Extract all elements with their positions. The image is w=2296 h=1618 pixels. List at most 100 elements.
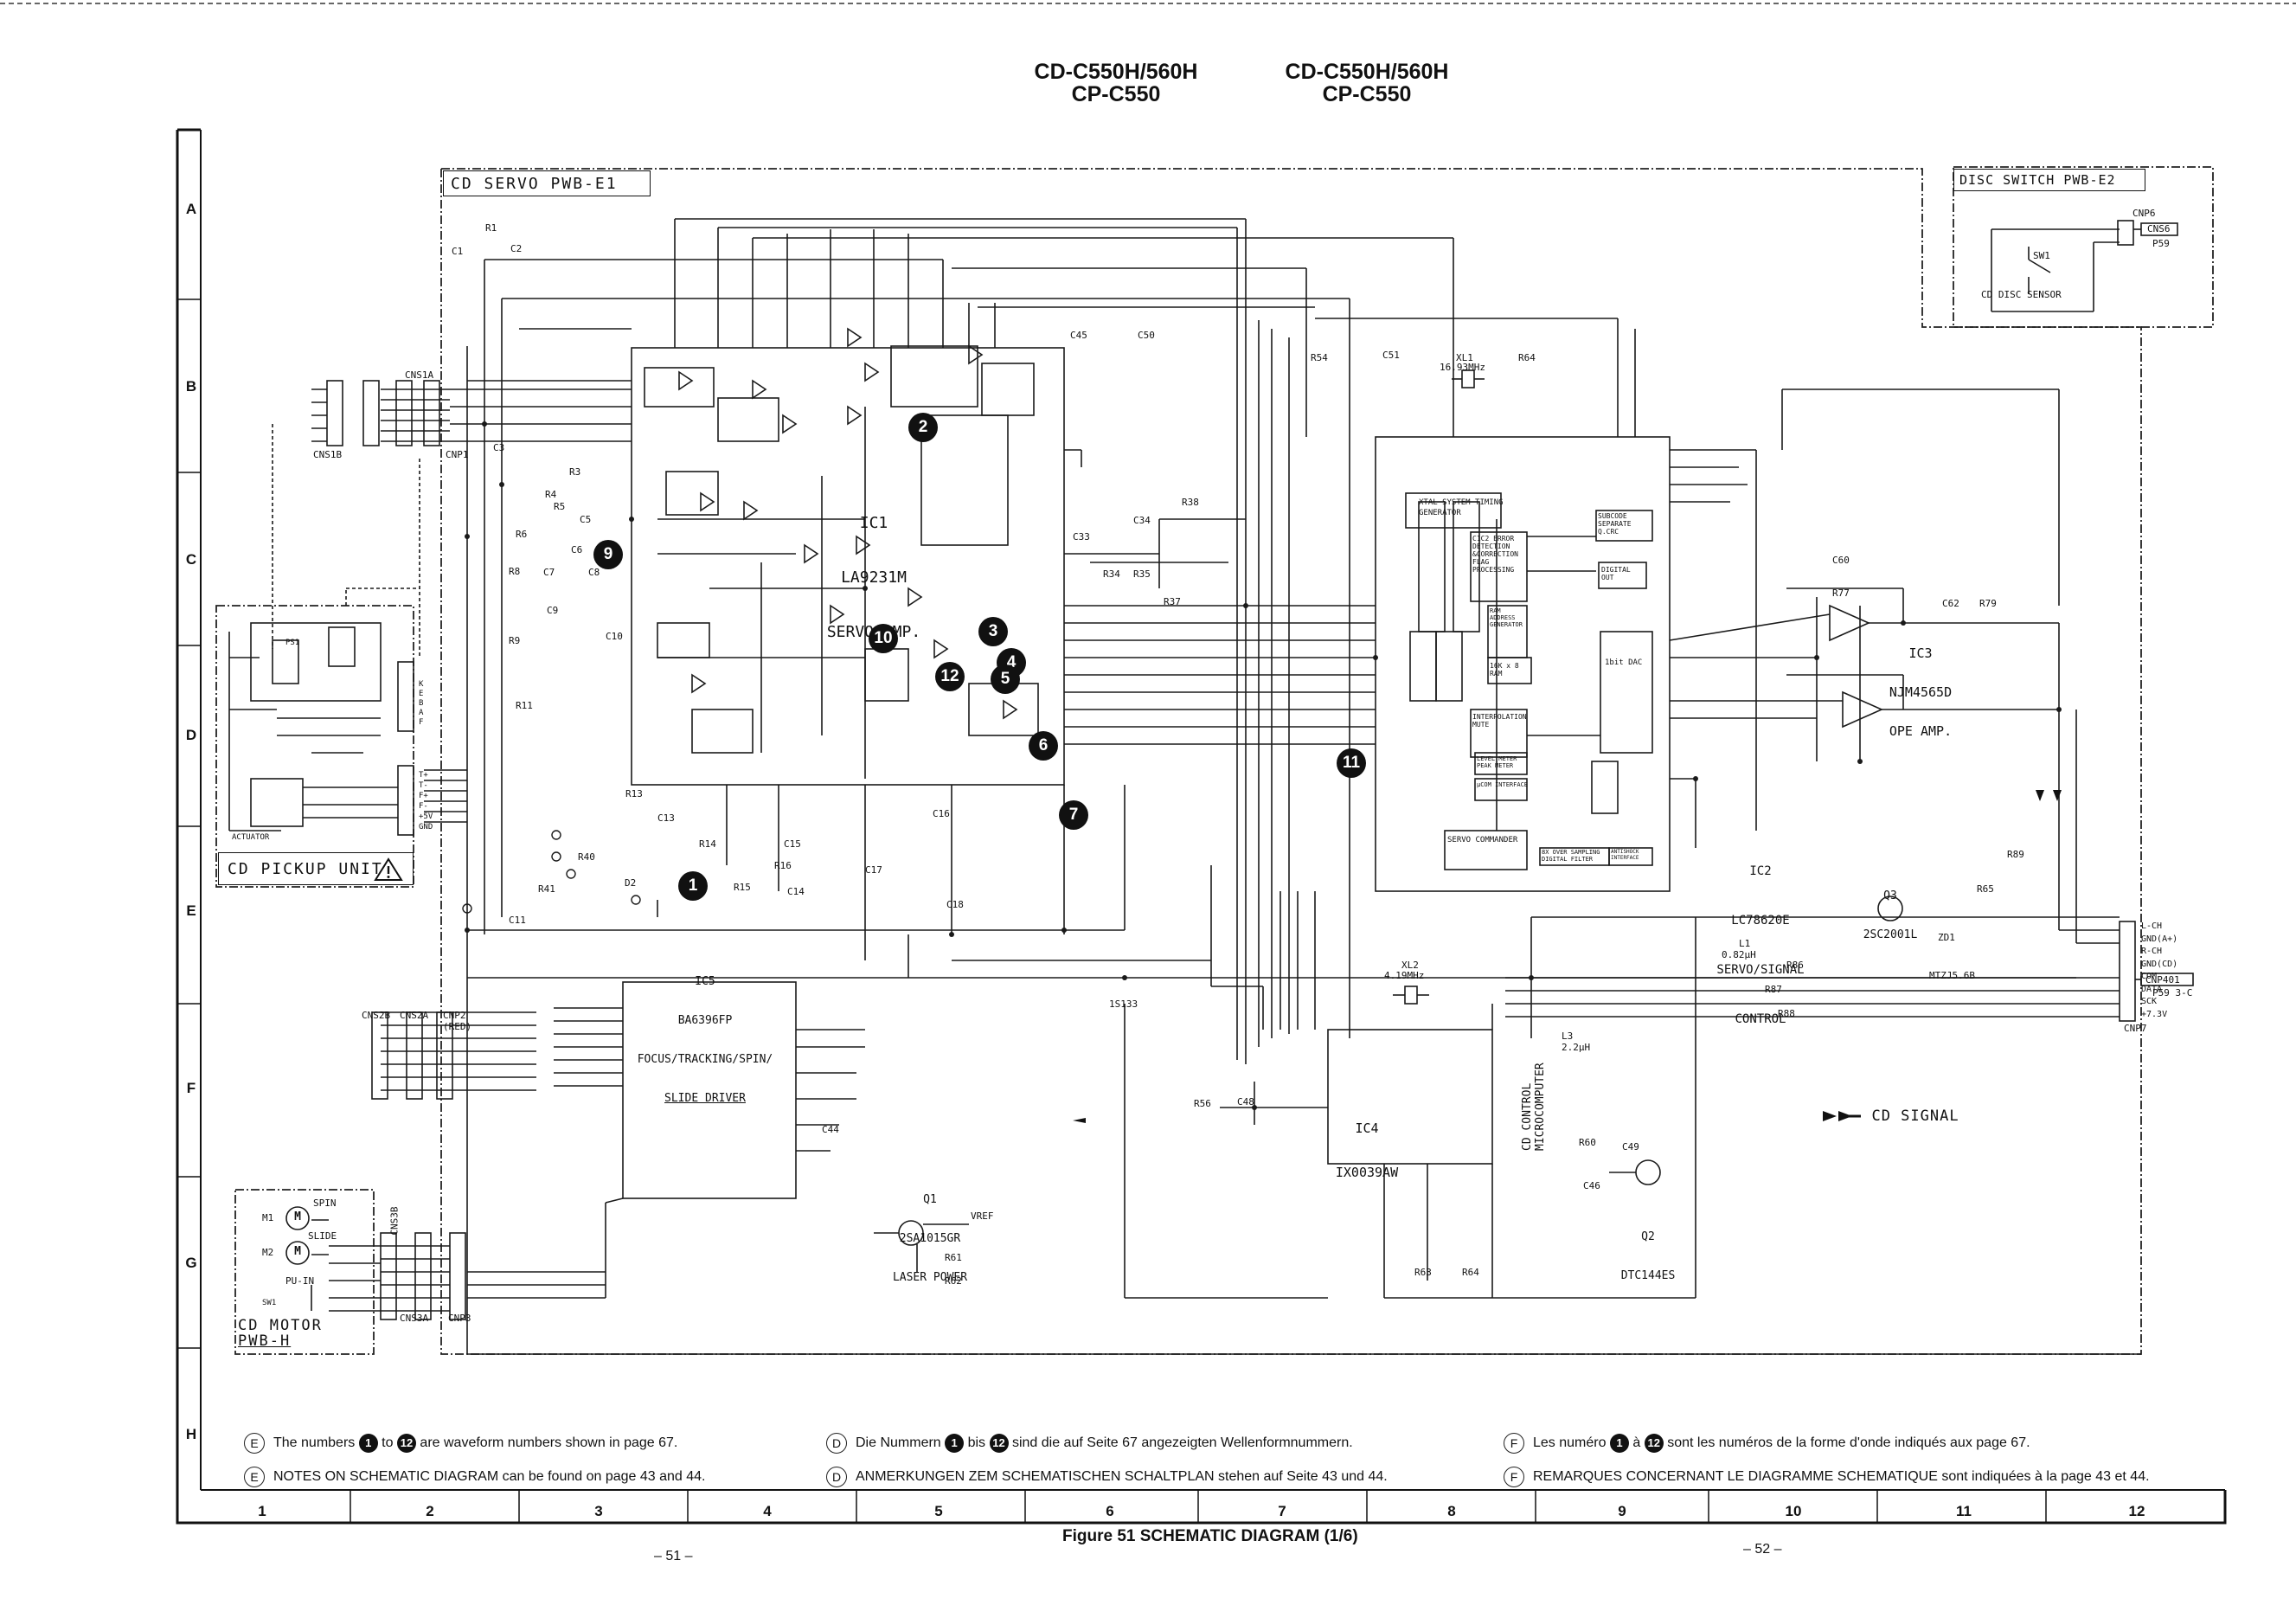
ic5-part: BA6396FP <box>677 1014 733 1027</box>
figure-caption: Figure 51 SCHEMATIC DIAGRAM (1/6) <box>1062 1527 1358 1545</box>
q2-ref: Q2 <box>1641 1230 1655 1243</box>
pickup-pin-gnd: GND <box>419 823 433 831</box>
ic2-body <box>1375 436 1671 892</box>
c49-label: C49 <box>1622 1141 1639 1153</box>
d2-part: 1S133 <box>1109 998 1138 1010</box>
cd-pickup-title: CD PICKUP UNIT <box>228 860 383 878</box>
ic2-part: LC78620E <box>1731 914 1790 928</box>
cns3b-label: CNS3B <box>388 1206 401 1236</box>
output-pin-data: DATA <box>2141 984 2163 994</box>
row-label-a: A <box>185 201 197 217</box>
row-label-b: B <box>185 378 197 395</box>
pickup-pin-5v: +5V <box>419 812 433 821</box>
c2-label: C2 <box>510 243 523 254</box>
row-label-c: C <box>185 551 197 568</box>
cnp7-label: CNP7 <box>2124 1023 2147 1034</box>
q1-part: 2SA1015GR <box>899 1232 961 1245</box>
r14-label: R14 <box>699 838 716 850</box>
q2-label: Q2 DTC144ES <box>1605 1204 1691 1295</box>
col-label-6: 6 <box>1106 1503 1114 1519</box>
cnp3-label: CNP3 <box>448 1313 471 1324</box>
r86-label: R88 <box>1778 1008 1795 1019</box>
c50-label: C50 <box>1138 330 1155 341</box>
col-label-5: 5 <box>934 1503 943 1519</box>
ic5-ref: IC5 <box>695 975 715 988</box>
ic2-block-filter: 8X OVER SAMPLING DIGITAL FILTER <box>1542 849 1600 863</box>
cnp6-label: CNP6 <box>2132 208 2156 219</box>
c33-label: C33 <box>1073 531 1090 543</box>
ic2-block-servo: SERVO COMMANDER <box>1447 836 1518 844</box>
note-lang-f-2: F <box>1504 1467 1524 1487</box>
zd1-label: ZD1 <box>1938 932 1955 943</box>
motor-spin-label: SPIN <box>313 1197 337 1209</box>
vref-label: D2 <box>625 877 637 889</box>
motor-slide-label: SLIDE <box>308 1230 337 1242</box>
ic2-block-ram: 16K x 8 RAM <box>1490 662 1519 677</box>
ic4-label: IC4 IX0039AW <box>1319 1092 1414 1195</box>
p59-label: P59 <box>2152 238 2170 249</box>
cnp1-label: CNP1 <box>446 449 469 460</box>
note-lang-e-1: E <box>244 1433 265 1454</box>
note-num-last-d: 12 <box>989 1434 1009 1453</box>
waveform-marker-5: 5 <box>991 665 1020 694</box>
col-label-10: 10 <box>1785 1503 1802 1519</box>
spin-motor-icon: M <box>294 1210 301 1223</box>
col-label-4: 4 <box>763 1503 772 1519</box>
r34-label: R35 <box>1133 568 1151 580</box>
warning-triangle-icon <box>374 857 403 881</box>
ic4-ref: IC4 <box>1355 1120 1379 1136</box>
col-label-3: 3 <box>594 1503 603 1519</box>
waveform-marker-12: 12 <box>935 662 965 691</box>
output-pin-list: L-CH GND(A+) R-CH GND(CD) COM DATA SCK +… <box>2141 921 2177 1021</box>
c46-label: C46 <box>1583 1180 1600 1191</box>
c17-label: C17 <box>865 864 882 876</box>
disc-sensor-label: CD DISC SENSOR <box>1981 289 2062 300</box>
r49-label: R56 <box>1194 1098 1211 1109</box>
pickup-pin-tplus: T+ <box>419 771 428 780</box>
col-label-7: 7 <box>1278 1503 1286 1519</box>
ic3-ref: IC3 <box>1908 645 1933 661</box>
plus5v-label: VREF <box>971 1210 994 1222</box>
c48-label: C48 <box>1237 1096 1254 1108</box>
r61-label: R65 <box>1977 883 1994 895</box>
waveform-marker-7: 7 <box>1059 800 1088 830</box>
disc-switch-title: DISC SWITCH PWB-E2 <box>1959 172 2116 188</box>
row-label-g: G <box>185 1255 197 1271</box>
q1-label: Q1 2SA1015GR LASER POWER <box>874 1167 986 1297</box>
c9-label: C9 <box>547 605 559 616</box>
motor-sw1-label: SW1 <box>262 1299 277 1307</box>
l1-label: L1 <box>1739 938 1751 949</box>
ic2-ref: IC2 <box>1749 864 1772 878</box>
disc-switch-title-box: DISC SWITCH PWB-E2 <box>1953 169 2145 191</box>
xl2-freq: 4.19MHz <box>1384 970 1425 981</box>
ic2-func2: CONTROL <box>1735 1012 1786 1026</box>
r4-label: R4 <box>545 489 557 500</box>
actuator-label: ACTUATOR <box>232 833 270 842</box>
ic3-func: OPE AMP. <box>1889 723 1953 739</box>
output-pin-com: COM <box>2141 972 2158 981</box>
ic2-block-level: LEVEL METER PEAK METER <box>1477 755 1517 769</box>
note-num-first-d: 1 <box>945 1434 965 1453</box>
note-lang-d-1: D <box>826 1433 847 1454</box>
header-left-title: CD-C550H/560H CP-C550 <box>995 61 1237 106</box>
cns2b-label: CNS2B <box>362 1010 391 1021</box>
sw1-label: SW1 <box>2033 250 2050 261</box>
waveform-marker-10: 10 <box>869 624 898 653</box>
q3-part: 2SC2001L <box>1863 928 1918 941</box>
cd-motor-line2: PWB-H <box>238 1332 292 1350</box>
col-label-2: 2 <box>426 1503 434 1519</box>
pickup-pin-fminus: F- <box>419 802 428 811</box>
r85-label: R87 <box>1765 984 1782 995</box>
l1-value: 0.82µH <box>1722 949 1756 960</box>
q1-func: LASER POWER <box>892 1271 968 1284</box>
ic1-part: LA9231M <box>841 568 907 587</box>
ic2-block-dac: 1bit DAC <box>1605 658 1643 667</box>
pickup-pin-e: E <box>419 690 424 698</box>
c13-label: C13 <box>657 812 675 824</box>
col-label-11: 11 <box>1956 1503 1972 1519</box>
c8-label: C8 <box>588 567 600 578</box>
